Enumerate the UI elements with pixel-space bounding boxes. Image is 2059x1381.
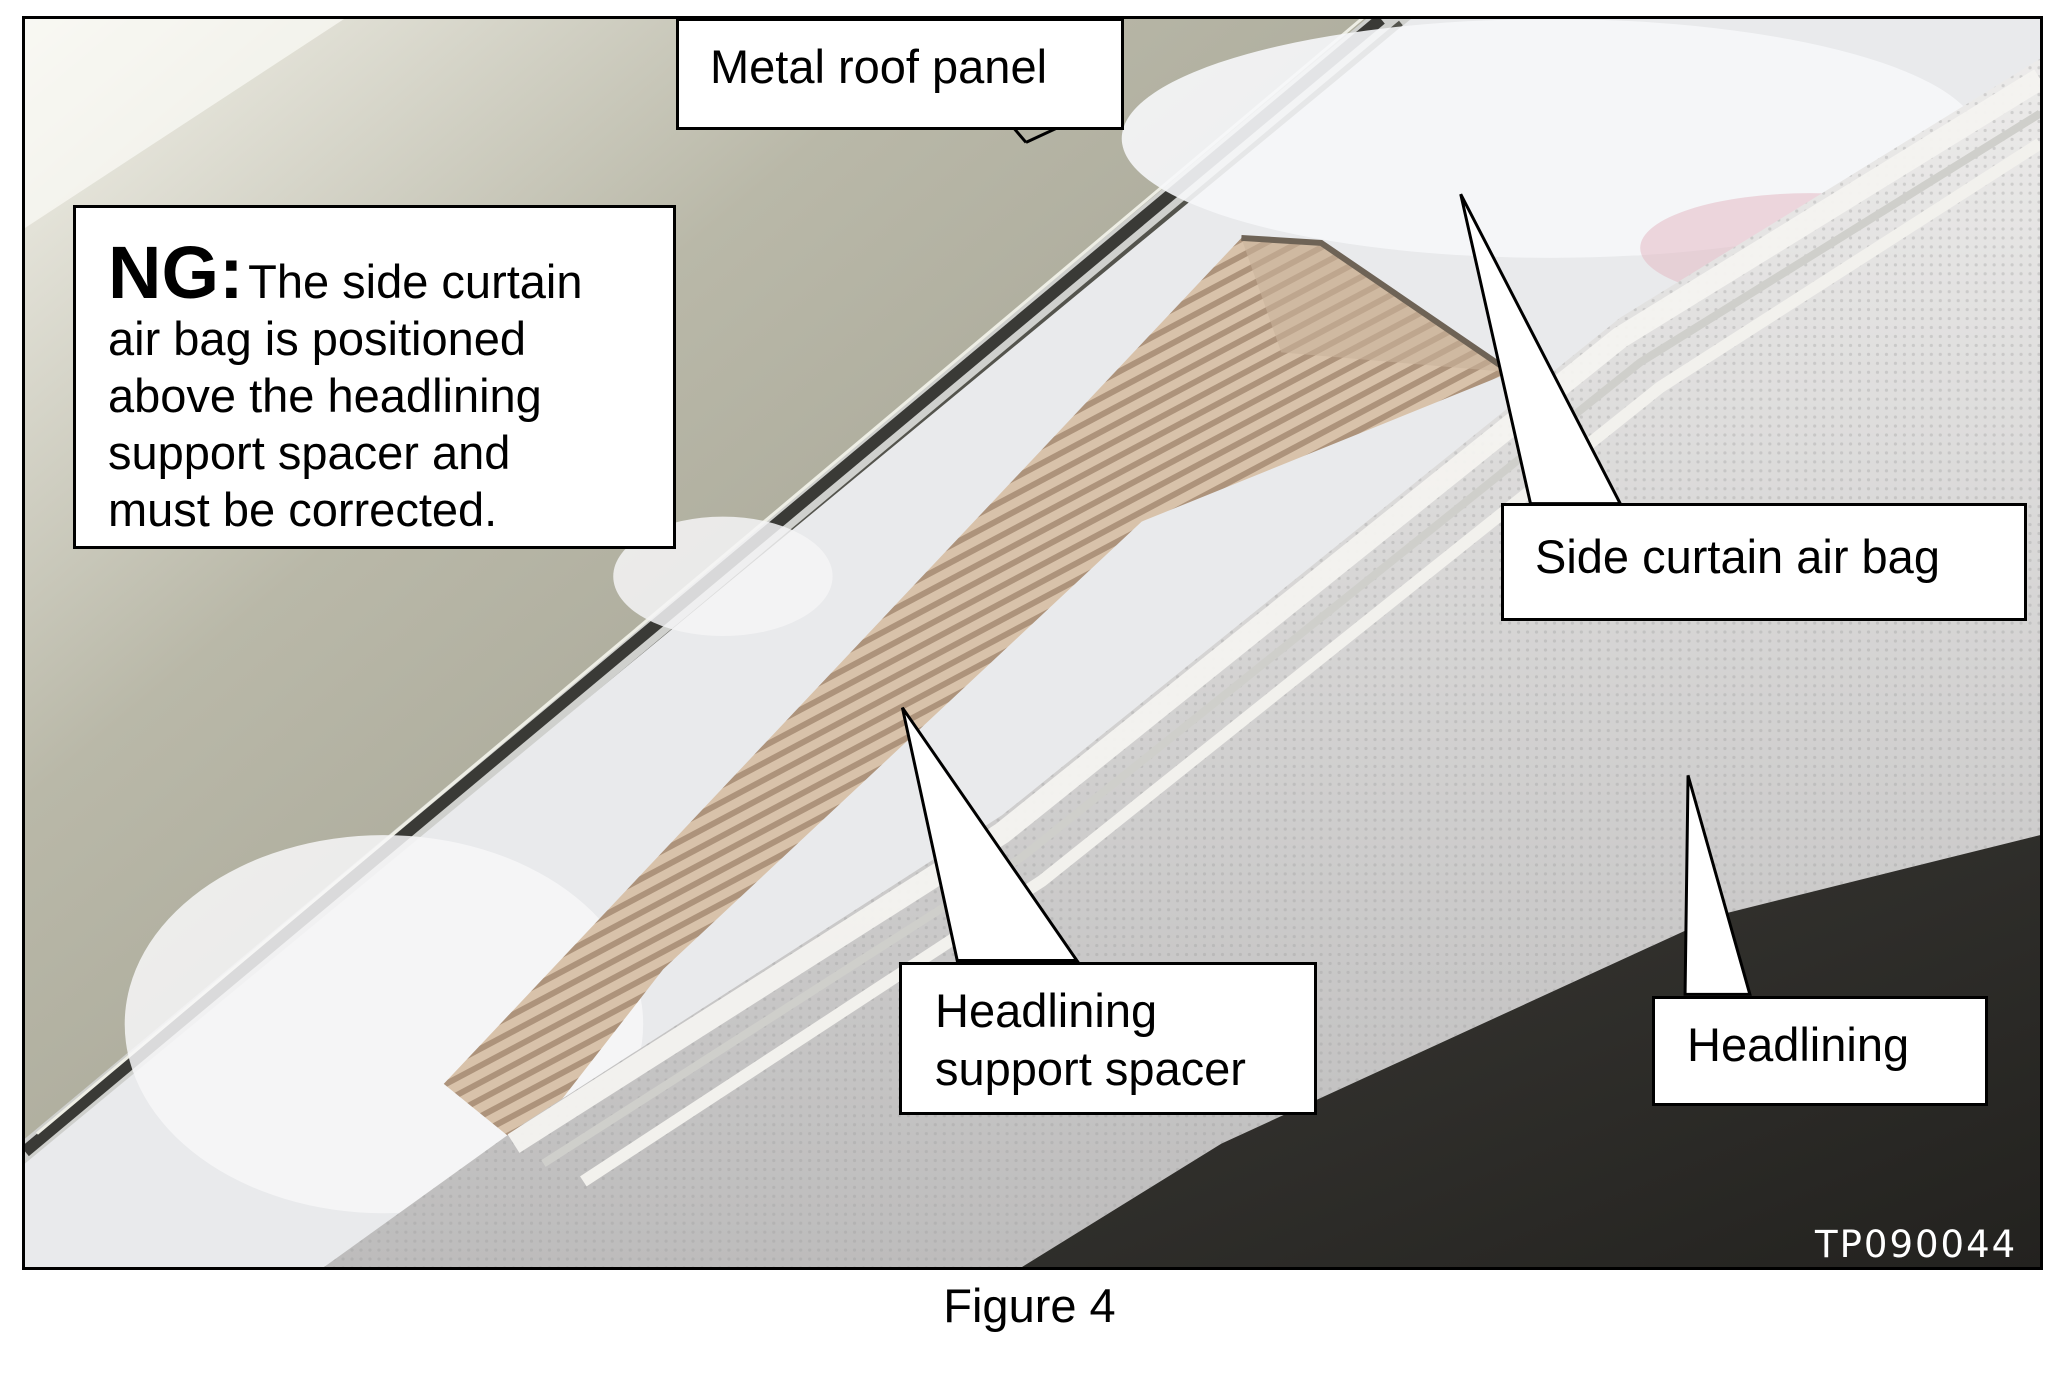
side-curtain-air-bag-label: Side curtain air bag: [1535, 530, 1940, 583]
photo-code: TP090044: [1815, 1223, 2018, 1266]
side-curtain-air-bag-callout: Side curtain air bag: [1501, 503, 2027, 621]
ng-warning-line: must be corrected.: [108, 483, 498, 536]
headlining-support-spacer-callout: Headlining support spacer: [899, 962, 1317, 1115]
headlining-callout: Headlining: [1652, 996, 1988, 1106]
ng-first-line: The side curtain: [248, 255, 583, 308]
ng-warning-callout: NG: The side curtain air bag is position…: [73, 205, 676, 549]
ng-warning-line: support spacer and: [108, 426, 511, 479]
headlining-label: Headlining: [1687, 1018, 1910, 1071]
spacer-label-line: Headlining: [935, 984, 1158, 1037]
ng-heading: NG:: [108, 231, 244, 314]
metal-roof-panel-callout: Metal roof panel: [676, 18, 1124, 130]
spacer-label-line: support spacer: [935, 1042, 1246, 1095]
ng-warning-line: above the headlining: [108, 369, 542, 422]
ng-warning-line: air bag is positioned: [108, 312, 527, 365]
metal-roof-panel-label: Metal roof panel: [710, 40, 1048, 93]
figure-caption: Figure 4: [943, 1279, 1116, 1332]
